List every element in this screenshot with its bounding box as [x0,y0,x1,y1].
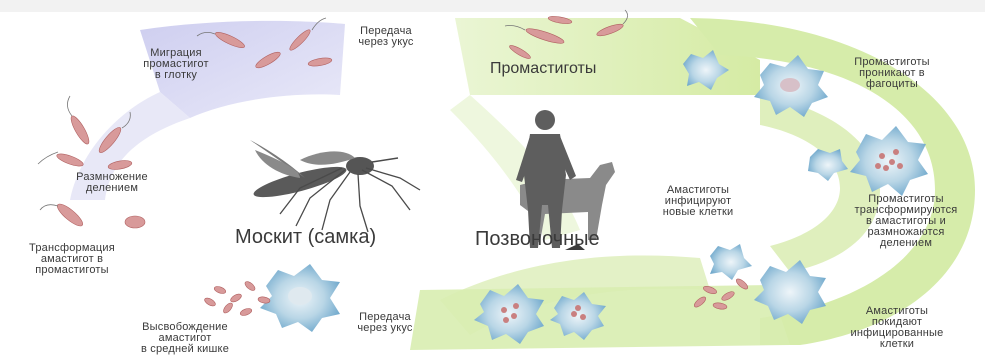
top-strip [0,0,985,12]
mosquito-icon [250,140,420,232]
label-bite-bottom: Передача через укус [344,312,426,334]
label-host-mosquito: Москит (самка) [235,226,376,249]
label-migration: Миграция промастигот в глотку [130,48,222,81]
label-transform-divide: Промастиготы трансформируются в амастиго… [836,194,976,249]
label-promastigotes-title: Промастиготы [490,60,596,78]
label-transformation: Трансформация амастигот в промастиготы [16,243,128,276]
cell-infecting [710,244,752,280]
label-leave-cells: Амастиготы покидают инфицированные клетк… [832,306,962,350]
label-division: Размножение делением [62,172,162,194]
cell-midgut [260,264,340,332]
label-enter-phagocytes: Промастиготы проникают в фагоциты [842,57,942,90]
label-bite-top: Передача через укус [347,26,425,48]
label-release-midgut: Высвобождение амастигот в средней кишке [120,322,250,355]
label-host-vertebrate: Позвоночные [475,228,600,251]
label-infect-new-cells: Амастиготы инфицируют новые клетки [648,185,748,218]
